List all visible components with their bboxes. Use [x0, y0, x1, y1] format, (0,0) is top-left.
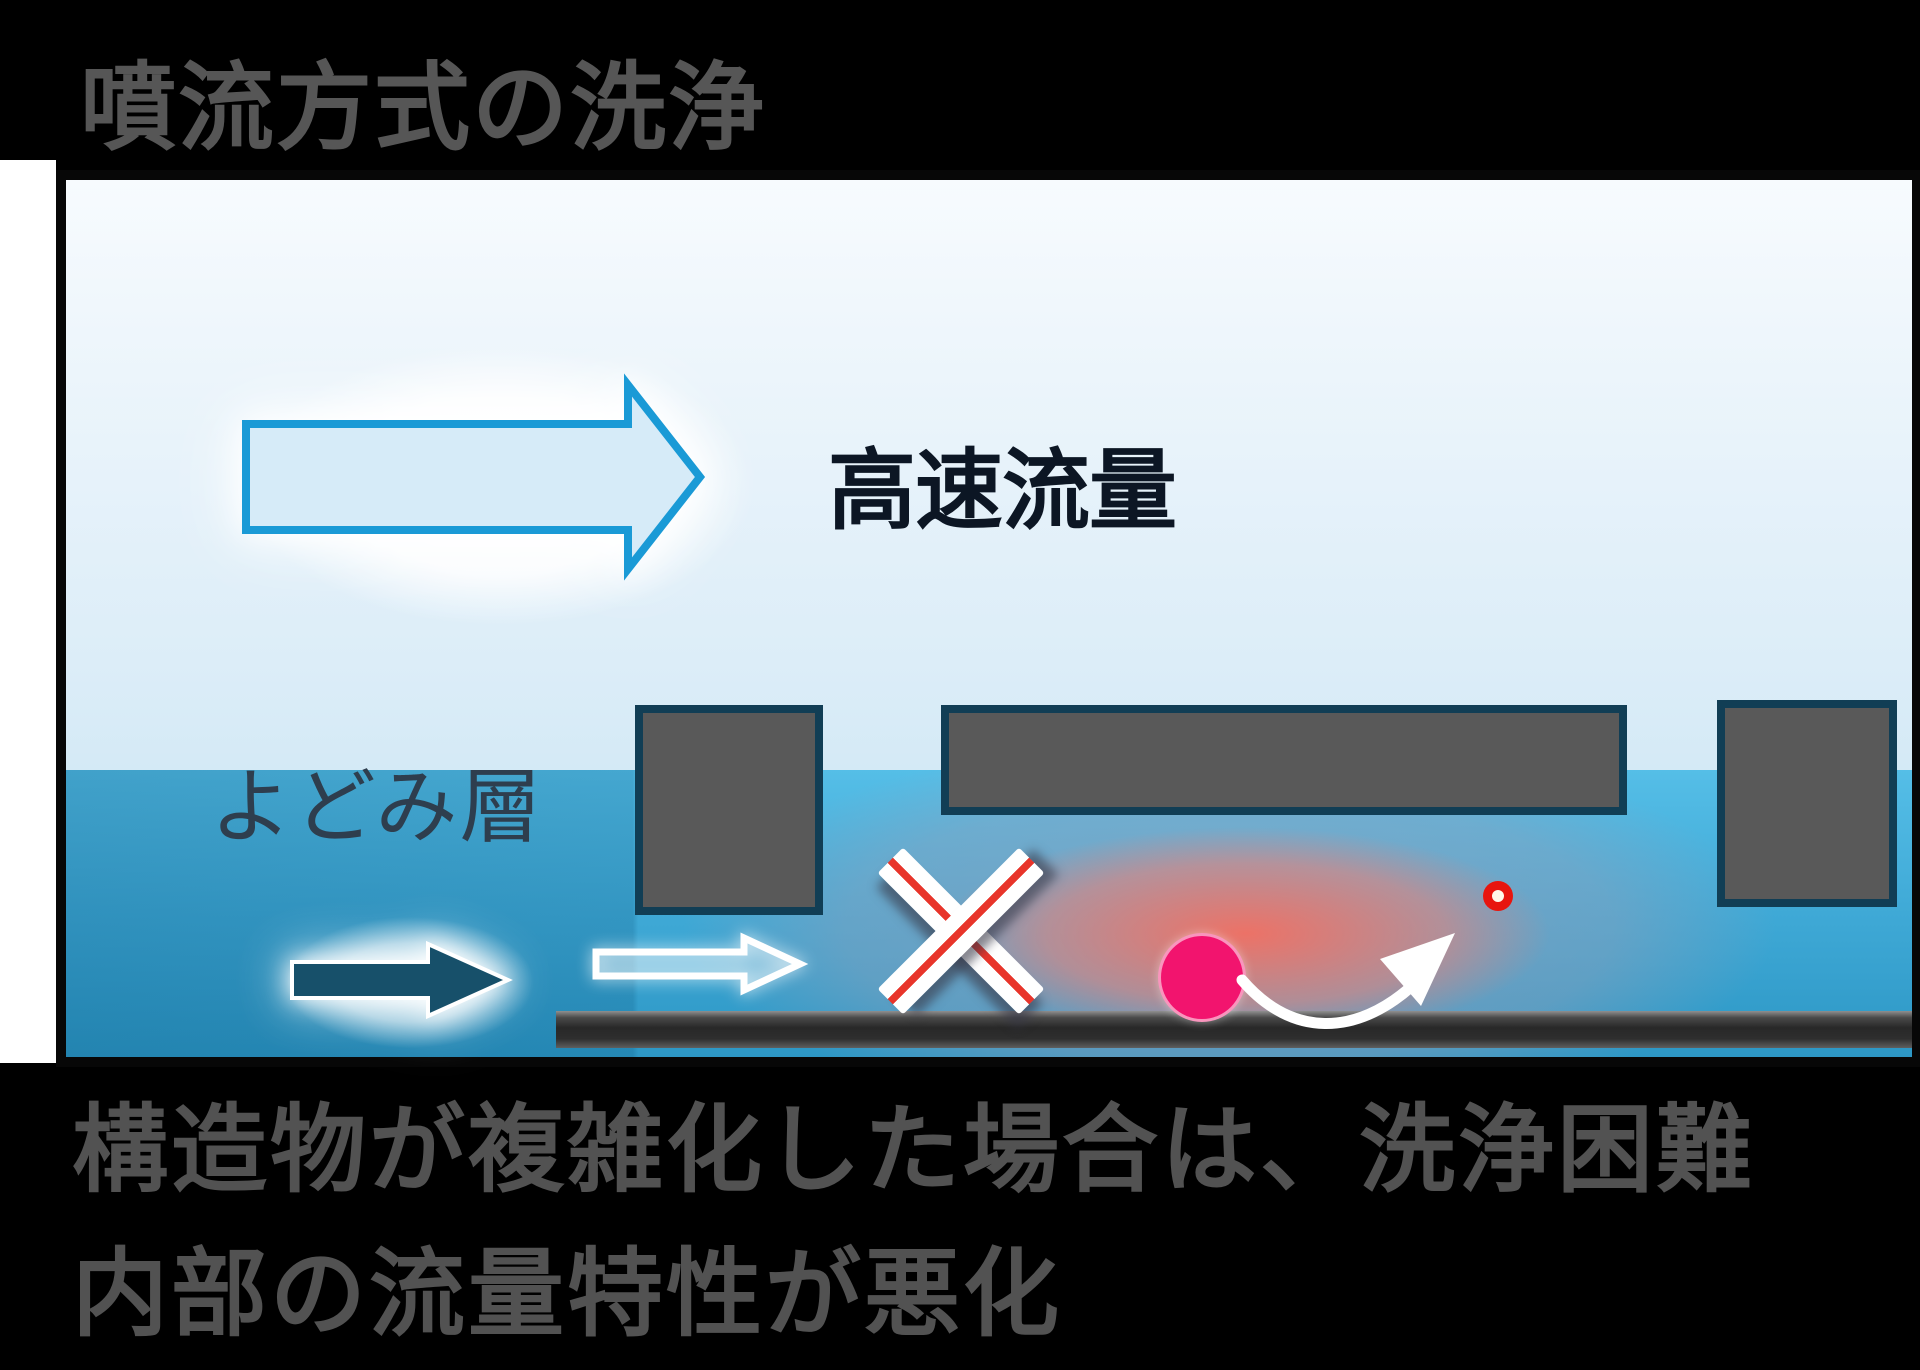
- baffle-block-left: [635, 705, 823, 915]
- page-title: 噴流方式の洗浄: [80, 52, 766, 164]
- slide-left-strip: [0, 160, 56, 1063]
- high-flow-label: 高速流量: [828, 439, 1177, 542]
- floor-plate: [556, 1011, 1912, 1048]
- stagnation-arrow-glow: [245, 895, 575, 1070]
- baffle-block-center: [941, 705, 1627, 815]
- baffle-block-right: [1717, 700, 1897, 907]
- caption-line-2: 内部の流量特性が悪化: [72, 1238, 1062, 1350]
- particle: [1158, 933, 1246, 1022]
- cross-mark-icon: [861, 831, 1061, 1031]
- flow-arrow-glow: [150, 290, 850, 680]
- caption-line-1: 構造物が複雑化した場合は、洗浄困難: [72, 1094, 1755, 1206]
- stagnation-layer-label: よどみ層: [210, 760, 544, 855]
